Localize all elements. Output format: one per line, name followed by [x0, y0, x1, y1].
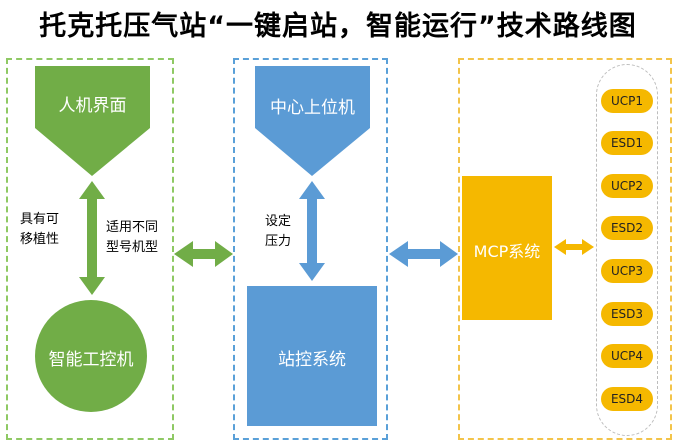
- page-title: 托克托压气站“一键启站，智能运行”技术路线图: [39, 11, 637, 42]
- ipc-circle: [35, 300, 147, 412]
- mcp-units-arrow: [554, 239, 594, 255]
- unit-esd1: ESD1: [601, 131, 653, 155]
- unit-esd2: ESD2: [601, 216, 653, 240]
- hmi-panel: [6, 58, 174, 440]
- mcp-box: [462, 176, 552, 320]
- center-mcp-link-arrow: [389, 241, 458, 267]
- portability-note: 具有可 移植性: [20, 210, 59, 250]
- portability-note-line-2: 移植性: [20, 232, 60, 247]
- portability-note-line-1: 具有可: [20, 212, 60, 227]
- ipc-label: 智能工控机: [48, 350, 134, 370]
- station-box: [247, 286, 377, 426]
- hmi-ipc-arrow: [79, 181, 105, 295]
- center-panel: [233, 58, 388, 440]
- unit-esd4: ESD4: [601, 387, 653, 411]
- pressure-note-line-1: 设定: [265, 214, 292, 229]
- center-label: 中心上位机: [270, 98, 355, 118]
- mcp-label: MCP系统: [473, 242, 541, 261]
- unit-esd3: ESD3: [601, 302, 653, 326]
- unit-column: [596, 64, 658, 436]
- unit-ucp2: UCP2: [601, 174, 653, 198]
- hmi-shape: [35, 66, 150, 176]
- center-station-arrow: [299, 181, 325, 281]
- mcp-panel: [458, 58, 672, 440]
- unit-ucp4: UCP4: [601, 344, 653, 368]
- hmi-label: 人机界面: [58, 96, 127, 116]
- hmi-center-link-arrow: [174, 241, 233, 267]
- unit-ucp1: UCP1: [601, 89, 653, 113]
- compatibility-note-line-1: 适用不同: [106, 220, 159, 235]
- compatibility-note-line-2: 型号机型: [106, 240, 159, 255]
- compatibility-note: 适用不同 型号机型: [106, 218, 158, 258]
- station-label: 站控系统: [278, 350, 346, 370]
- pressure-note: 设定 压力: [265, 212, 291, 252]
- center-shape: [255, 66, 370, 176]
- unit-ucp3: UCP3: [601, 259, 653, 283]
- pressure-note-line-2: 压力: [265, 234, 292, 249]
